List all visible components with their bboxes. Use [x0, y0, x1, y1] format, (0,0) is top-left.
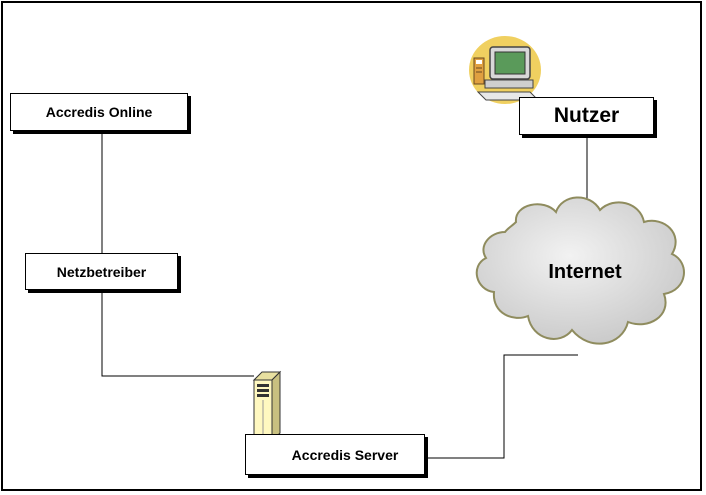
server-tower-icon [252, 370, 282, 443]
node-netzbetreiber: Netzbetreiber [25, 253, 178, 290]
connector-internet-server [425, 354, 578, 459]
node-internet-label: Internet [548, 261, 622, 283]
node-nutzer-label: Nutzer [553, 104, 620, 127]
node-accredis-server-label: Accredis Server [291, 446, 399, 463]
node-accredis-server: Accredis Server [245, 434, 425, 475]
connector-netzbetreiber-server [101, 290, 254, 377]
node-accredis-online: Accredis Online [10, 93, 188, 131]
computer-user-icon [469, 36, 541, 104]
node-netzbetreiber-label: Netzbetreiber [56, 263, 147, 280]
cloud-icon [475, 196, 685, 345]
connectors [101, 131, 588, 459]
node-nutzer: Nutzer [519, 97, 654, 135]
node-accredis-online-label: Accredis Online [45, 104, 153, 120]
